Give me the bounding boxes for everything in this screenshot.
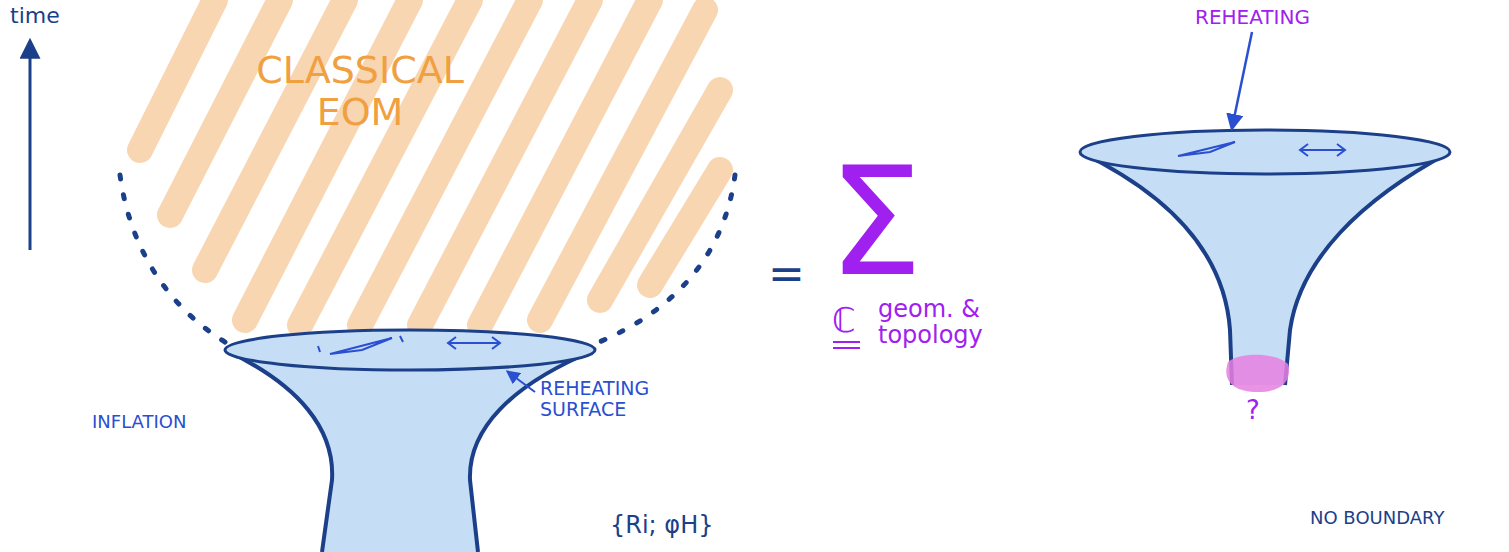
underline	[833, 347, 860, 349]
phase-label: INFLATION	[92, 412, 232, 432]
surface-marks	[1178, 142, 1345, 156]
no-boundary-cap	[1226, 355, 1289, 392]
reheating-surface	[225, 330, 595, 370]
surface-marks	[318, 336, 500, 354]
equals-sign: =	[768, 250, 818, 298]
dashed-curve	[120, 175, 230, 345]
field-set: {Ri; φH}	[610, 512, 770, 538]
underline	[833, 341, 860, 343]
time-arrow	[29, 42, 32, 250]
question-mark: ?	[1246, 396, 1276, 425]
classical-hatching	[140, 0, 720, 325]
region-label: CLASSICAL EOM	[230, 50, 490, 134]
reheating-surface	[1080, 130, 1450, 174]
funnel-side	[1285, 152, 1450, 385]
dashed-curve	[592, 175, 735, 345]
leader-arrow	[1232, 32, 1252, 128]
axis-label: time	[10, 4, 90, 28]
funnel-side	[225, 350, 332, 552]
leader-arrow	[508, 372, 535, 392]
sum-symbol: Σ	[828, 140, 968, 305]
caption-label: NO BOUNDARY	[1310, 508, 1490, 528]
sum-label: geom. & topology	[878, 296, 1048, 349]
callout-label: REHEATING SURFACE	[540, 378, 690, 420]
set-symbol: ℂ	[832, 302, 872, 339]
callout-label: REHEATING	[1195, 6, 1355, 28]
funnel-fill	[1080, 152, 1450, 385]
funnel-side	[1080, 152, 1232, 385]
funnel-fill	[225, 350, 595, 552]
